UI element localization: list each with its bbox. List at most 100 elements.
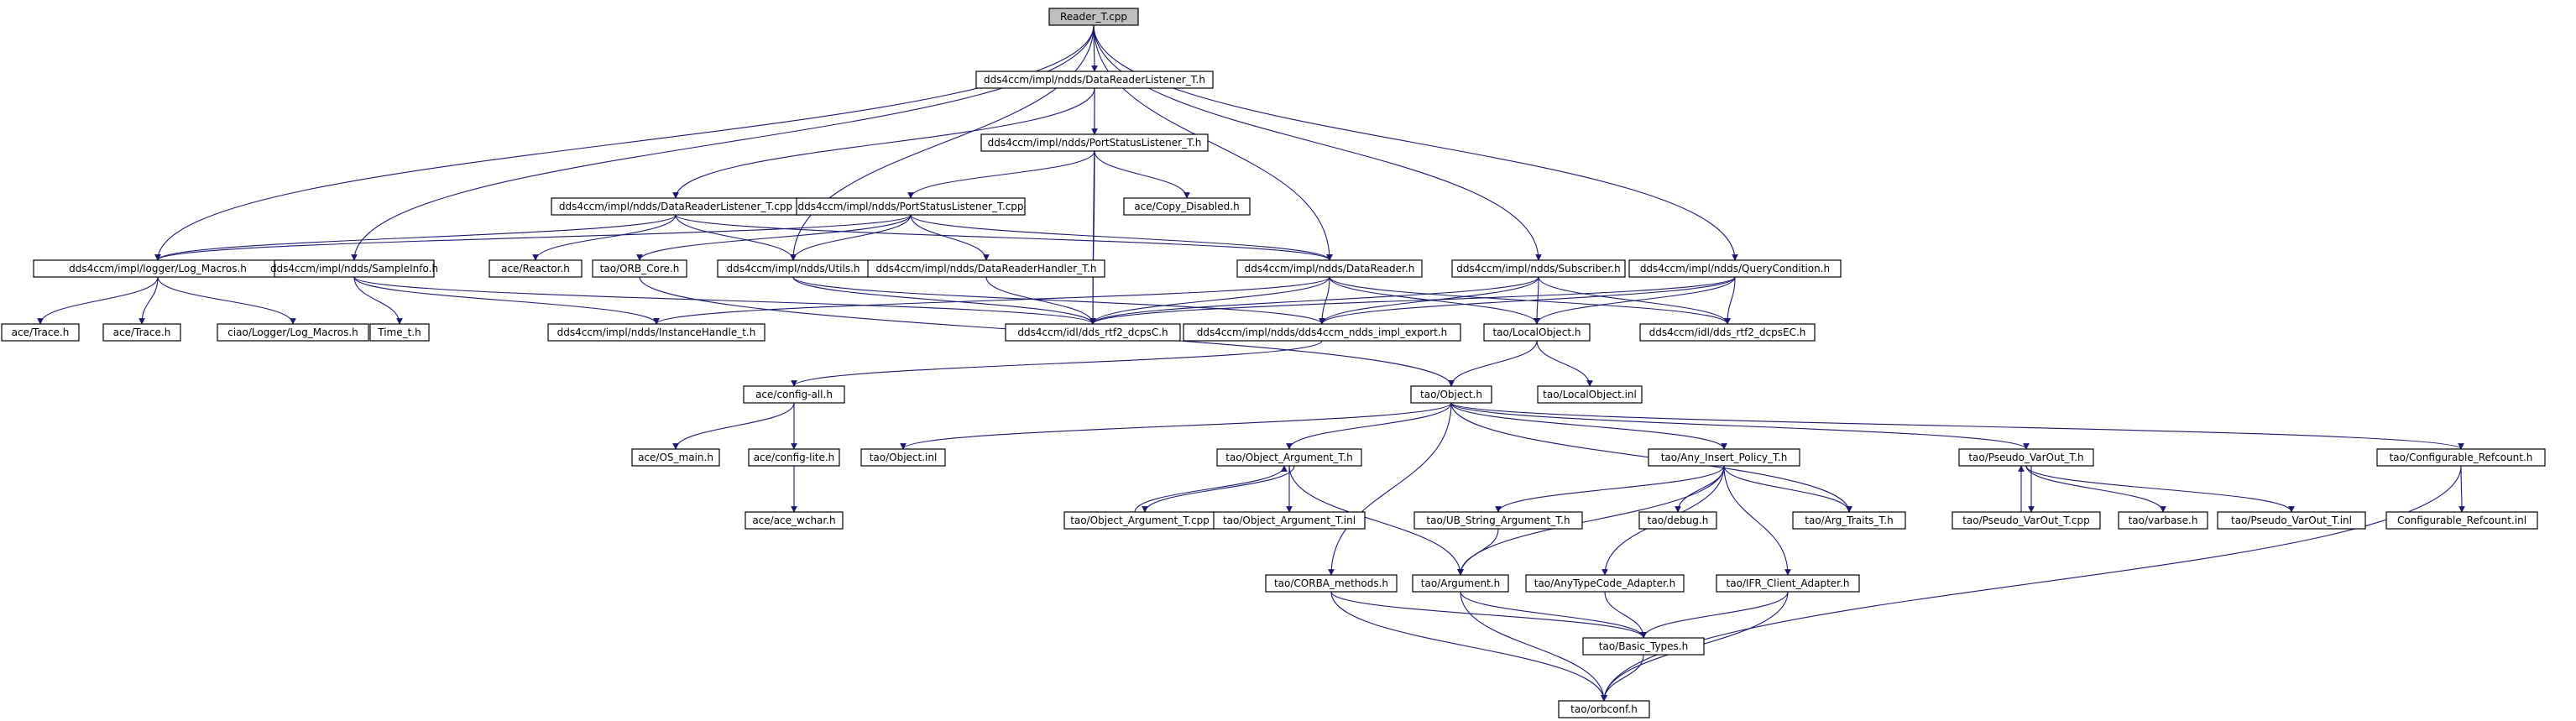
edge-localobj_h-to-localobj_inl xyxy=(1536,340,1593,387)
node-dcpsec[interactable]: dds4ccm/idl/dds_rtf2_dcpsEC.h xyxy=(1639,323,1816,342)
edge-tao_object-to-oarg_h xyxy=(1286,402,1452,450)
node-localobj_h[interactable]: tao/LocalObject.h xyxy=(1483,323,1591,342)
node-ace_trace[interactable]: ace/Trace.h xyxy=(102,323,181,342)
node-oarg_cpp[interactable]: tao/Object_Argument_T.cpp xyxy=(1063,511,1216,530)
node-ubs[interactable]: tao/UB_String_Argument_T.h xyxy=(1413,511,1583,530)
node-box xyxy=(745,511,844,530)
node-box xyxy=(1639,323,1816,342)
node-label: ace/Copy_Disabled.h xyxy=(1134,201,1239,212)
edge-sampleinfo-to-ihandle xyxy=(353,276,660,325)
node-box xyxy=(743,385,845,404)
edge-subscriber-to-dcpsc xyxy=(1089,276,1539,325)
node-time_t[interactable]: Time_t.h xyxy=(369,323,430,342)
node-cref_inl[interactable]: Configurable_Refcount.inl xyxy=(2385,511,2538,530)
node-arg_traits[interactable]: tao/Arg_Traits_T.h xyxy=(1792,511,1906,530)
node-label: ace/ace_wchar.h xyxy=(752,515,835,526)
node-querycond[interactable]: dds4ccm/impl/ndds/QueryCondition.h xyxy=(1628,259,1842,278)
node-log_macros[interactable]: dds4ccm/impl/logger/Log_Macros.h xyxy=(33,259,283,278)
node-cref_h[interactable]: tao/Configurable_Refcount.h xyxy=(2376,448,2546,467)
node-label: tao/Object.h xyxy=(1420,389,1482,400)
edge-psl_h-to-psl_cpp xyxy=(907,150,1095,199)
node-box xyxy=(631,448,720,467)
node-box xyxy=(1412,574,1509,593)
node-box xyxy=(975,71,1214,89)
edge-root-to-sampleinfo xyxy=(351,24,1095,261)
node-label: tao/Object_Argument_T.inl xyxy=(1223,515,1356,526)
node-drh[interactable]: dds4ccm/impl/ndds/DataReaderHandler_T.h xyxy=(867,259,1105,278)
node-corba_m[interactable]: tao/CORBA_methods.h xyxy=(1265,574,1398,593)
edge-aip-to-arg_traits xyxy=(1723,465,1852,513)
node-box xyxy=(2118,511,2208,530)
edge-pvo_h-to-varbase xyxy=(2025,465,2166,513)
edge-tao_object-to-corba_m xyxy=(1328,402,1452,576)
node-basic_types[interactable]: tao/Basic_Types.h xyxy=(1582,637,1705,656)
node-reactor[interactable]: ace/Reactor.h xyxy=(489,259,583,278)
edge-querycond-to-dcpsec xyxy=(1724,276,1736,325)
node-drl_h[interactable]: dds4ccm/impl/ndds/DataReaderListener_T.h xyxy=(975,71,1214,89)
node-ihandle[interactable]: dds4ccm/impl/ndds/InstanceHandle_t.h xyxy=(547,323,765,342)
node-config_all[interactable]: ace/config-all.h xyxy=(743,385,845,404)
node-box xyxy=(1558,700,1650,718)
node-pvo_inl[interactable]: tao/Pseudo_VarOut_T.inl xyxy=(2217,511,2366,530)
edge-utils-to-dcpsc xyxy=(792,276,1096,325)
node-box xyxy=(1265,574,1398,593)
node-orbconf[interactable]: tao/orbconf.h xyxy=(1558,700,1650,718)
node-pvo_h[interactable]: tao/Pseudo_VarOut_T.h xyxy=(1958,448,2094,467)
node-os_main[interactable]: ace/OS_main.h xyxy=(631,448,720,467)
node-root[interactable]: Reader_T.cpp xyxy=(1048,8,1139,26)
node-ace_wchar[interactable]: ace/ace_wchar.h xyxy=(745,511,844,530)
node-label: ciao/Logger/Log_Macros.h xyxy=(227,327,358,338)
node-box xyxy=(369,323,430,342)
node-box xyxy=(1648,448,1800,467)
node-psl_h[interactable]: dds4ccm/impl/ndds/PortStatusListener_T.h xyxy=(980,133,1209,152)
node-oarg_inl[interactable]: tao/Object_Argument_T.inl xyxy=(1213,511,1366,530)
node-utils[interactable]: dds4ccm/impl/ndds/Utils.h xyxy=(717,259,870,278)
node-pvo_cpp[interactable]: tao/Pseudo_VarOut_T.cpp xyxy=(1952,511,2101,530)
node-psl_cpp[interactable]: dds4ccm/impl/ndds/PortStatusListener_T.c… xyxy=(796,197,1026,216)
node-datareader[interactable]: dds4ccm/impl/ndds/DataReader.h xyxy=(1236,259,1423,278)
node-dcpsc[interactable]: dds4ccm/idl/dds_rtf2_dcpsC.h xyxy=(1005,323,1181,342)
node-argument[interactable]: tao/Argument.h xyxy=(1412,574,1509,593)
node-copy_dis[interactable]: ace/Copy_Disabled.h xyxy=(1123,197,1251,216)
node-label: tao/UB_String_Argument_T.h xyxy=(1426,515,1570,526)
edge-ubs-to-argument xyxy=(1457,528,1499,576)
node-box xyxy=(2217,511,2366,530)
node-box xyxy=(1638,511,1717,530)
node-impl_export[interactable]: dds4ccm/impl/ndds/dds4ccm_ndds_impl_expo… xyxy=(1183,323,1461,342)
node-config_lite[interactable]: ace/config-lite.h xyxy=(748,448,840,467)
node-sampleinfo[interactable]: dds4ccm/impl/ndds/SampleInfo.h xyxy=(270,259,438,278)
node-varbase[interactable]: tao/varbase.h xyxy=(2118,511,2208,530)
node-aip[interactable]: tao/Any_Insert_Policy_T.h xyxy=(1648,448,1800,467)
node-anytc[interactable]: tao/AnyTypeCode_Adapter.h xyxy=(1525,574,1685,593)
node-box xyxy=(547,323,765,342)
node-box xyxy=(1483,323,1591,342)
node-tao_object[interactable]: tao/Object.h xyxy=(1410,385,1492,404)
node-ciao_logmac[interactable]: ciao/Logger/Log_Macros.h xyxy=(217,323,369,342)
node-label: tao/varbase.h xyxy=(2129,515,2198,526)
node-oarg_h[interactable]: tao/Object_Argument_T.h xyxy=(1216,448,1362,467)
node-label: tao/Pseudo_VarOut_T.cpp xyxy=(1962,515,2090,526)
node-label: ace/config-all.h xyxy=(755,389,833,400)
node-label: Time_t.h xyxy=(377,327,421,338)
node-ifr[interactable]: tao/IFR_Client_Adapter.h xyxy=(1716,574,1860,593)
edge-tao_object-to-aip xyxy=(1450,402,1727,450)
edge-psl_cpp-to-orb_core xyxy=(636,214,912,261)
edge-config_all-to-os_main xyxy=(672,402,795,450)
node-label: dds4ccm/impl/ndds/DataReader.h xyxy=(1245,263,1415,274)
node-localobj_inl[interactable]: tao/LocalObject.inl xyxy=(1537,385,1643,404)
node-label: tao/debug.h xyxy=(1648,515,1709,526)
node-drl_cpp[interactable]: dds4ccm/impl/ndds/DataReaderListener_T.c… xyxy=(551,197,801,216)
node-orb_core[interactable]: tao/ORB_Core.h xyxy=(592,259,687,278)
node-ace_trace_g[interactable]: ace/Trace.h xyxy=(1,323,80,342)
node-object_inl[interactable]: tao/Object.inl xyxy=(860,448,946,467)
node-label: dds4ccm/idl/dds_rtf2_dcpsEC.h xyxy=(1649,327,1806,338)
edge-sampleinfo-to-time_t xyxy=(353,276,403,325)
node-label: dds4ccm/impl/ndds/Utils.h xyxy=(726,263,860,274)
nodes-layer: Reader_T.cpp dds4ccm/impl/ndds/DataReader… xyxy=(1,8,2546,718)
node-debug[interactable]: tao/debug.h xyxy=(1638,511,1717,530)
node-box xyxy=(867,259,1105,278)
edge-oarg_h-to-argument xyxy=(1288,465,1464,576)
node-label: dds4ccm/impl/ndds/DataReaderListener_T.h xyxy=(984,74,1205,86)
node-subscriber[interactable]: dds4ccm/impl/ndds/Subscriber.h xyxy=(1451,259,1626,278)
